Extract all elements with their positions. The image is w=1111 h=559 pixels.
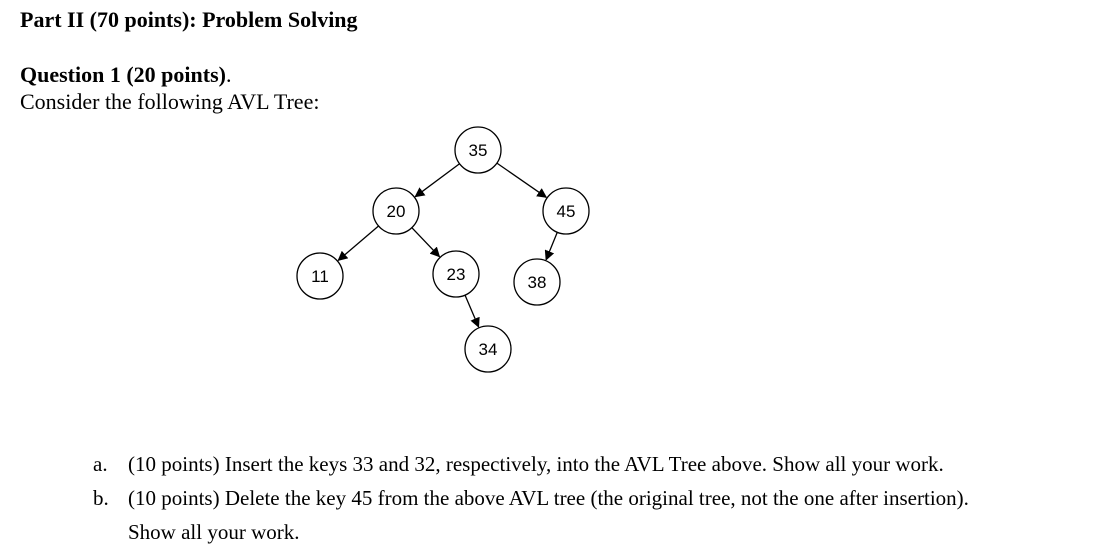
node-key-label: 23 [447,265,466,284]
task-b-text-line1: (10 points) Delete the key 45 from the a… [128,486,969,510]
question-title-bold: Question 1 (20 points) [20,62,226,87]
node-circle [432,250,480,298]
node-key-label: 34 [479,340,498,359]
node-key-label: 35 [469,141,488,160]
edge-20-11 [337,225,379,262]
edge-35-45 [496,162,548,198]
tree-node-11: 11 [296,252,344,300]
edge-23-34 [464,294,480,328]
edge-20-23 [411,227,441,258]
part-heading: Part II (70 points): Problem Solving [20,7,358,32]
question-title: Question 1 (20 points). [20,62,231,88]
task-b-text-line2: Show all your work. [128,520,300,544]
avl-tree-diagram: 35 20 45 11 23 38 34 [296,126,590,373]
node-key-label: 38 [528,273,547,292]
node-circle [513,258,561,306]
edge-35-20 [414,163,460,198]
tree-node-35: 35 [454,126,502,174]
tree-node-20: 20 [372,187,420,235]
node-circle [372,187,420,235]
task-a-marker: a. [93,452,108,476]
tree-node-38: 38 [513,258,561,306]
question-intro: Consider the following AVL Tree: [20,89,320,114]
node-key-label: 11 [311,267,329,286]
tree-node-34: 34 [464,325,512,373]
edge-45-38 [544,232,558,261]
tree-nodes: 35 20 45 11 23 38 34 [296,126,590,373]
node-circle [542,187,590,235]
node-key-label: 20 [387,202,406,221]
node-key-label: 45 [557,202,576,221]
question-title-end: . [225,62,232,87]
task-b-marker: b. [93,486,109,510]
node-circle [454,126,502,174]
node-circle [296,252,344,300]
node-circle [464,325,512,373]
tree-node-45: 45 [542,187,590,235]
task-a-text: (10 points) Insert the keys 33 and 32, r… [128,452,944,476]
tree-node-23: 23 [432,250,480,298]
tree-edges [337,162,558,328]
